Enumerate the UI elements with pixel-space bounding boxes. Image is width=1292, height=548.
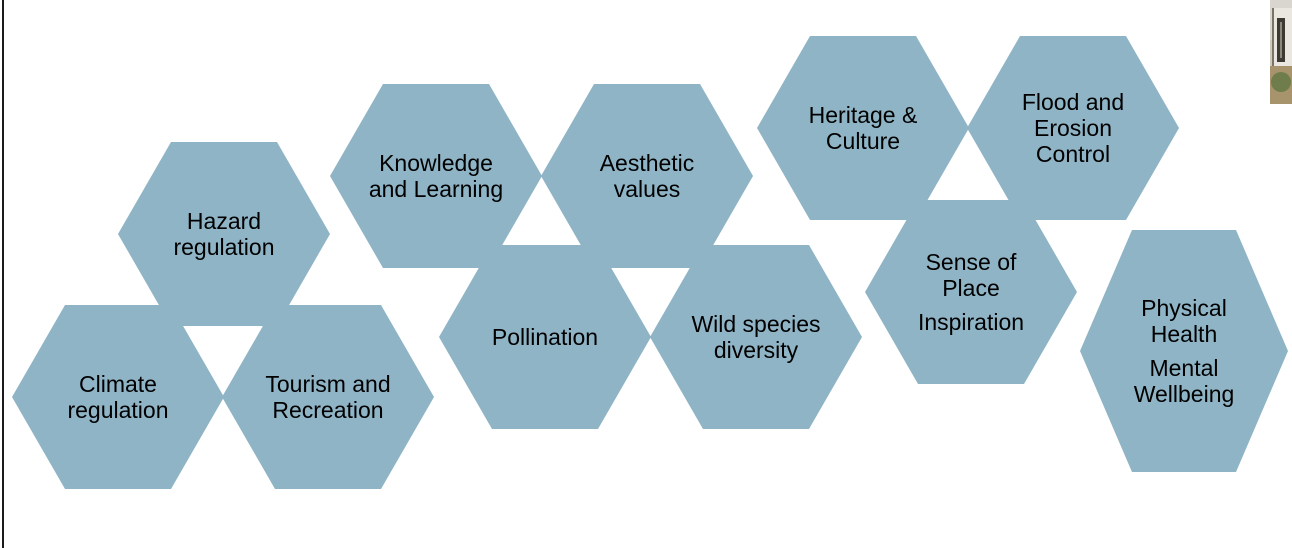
hexagon-label-line: Inspiration bbox=[917, 309, 1025, 335]
hexagon-label-line: Wellbeing bbox=[1133, 381, 1235, 407]
hexagon-heritage-culture: Heritage & Culture bbox=[757, 36, 969, 220]
hexagon-pollination: Pollination bbox=[439, 245, 651, 429]
hexagon-label-line: regulation bbox=[173, 234, 275, 260]
hexagon-label-line: Culture bbox=[825, 128, 901, 154]
hexagon-label-line: Wild species bbox=[691, 311, 821, 337]
hexagon-label-line: diversity bbox=[713, 337, 799, 363]
hexagon-aesthetic-values: Aesthetic values bbox=[541, 84, 753, 268]
hexagon-physical-mental-health: Physical Health Mental Wellbeing bbox=[1080, 230, 1288, 472]
hexagon-label-line: Physical bbox=[1141, 295, 1227, 321]
hexagon-wild-species-diversity: Wild species diversity bbox=[650, 245, 862, 429]
hexagon-label-line: regulation bbox=[67, 397, 169, 423]
hexagon-climate-regulation: Climate regulation bbox=[12, 305, 224, 489]
hexagon-label-line: Flood and bbox=[1021, 89, 1125, 115]
hexagon-label-line: Knowledge bbox=[379, 150, 493, 176]
hexagon-label-line: and Learning bbox=[368, 176, 504, 202]
hexagon-label-line: Heritage & bbox=[808, 102, 918, 128]
hexagon-label-line: Climate bbox=[79, 371, 157, 397]
hexagon-label-line: Tourism and bbox=[265, 371, 391, 397]
hexagon-label-line: Mental bbox=[1149, 355, 1219, 381]
hexagon-label-line: Aesthetic bbox=[599, 150, 695, 176]
hexagon-label-line: Hazard bbox=[186, 208, 262, 234]
hexagon-label-line: Pollination bbox=[491, 324, 599, 350]
slide-left-border bbox=[2, 0, 4, 548]
building-photo-thumbnail bbox=[1270, 0, 1292, 104]
hexagon-label-line: Place bbox=[942, 275, 1000, 301]
hexagon-label-line: Sense of bbox=[925, 249, 1017, 275]
hexagon-flood-erosion-control: Flood and Erosion Control bbox=[967, 36, 1179, 220]
hexagon-knowledge-learning: Knowledge and Learning bbox=[330, 84, 542, 268]
hexagon-label-line: Recreation bbox=[272, 397, 384, 423]
hexagon-tourism-recreation: Tourism and Recreation bbox=[222, 305, 434, 489]
hexagon-sense-of-place: Sense of Place Inspiration bbox=[865, 200, 1077, 384]
hexagon-label-line: Health bbox=[1150, 321, 1218, 347]
hexagon-label-line: values bbox=[613, 176, 681, 202]
hexagon-hazard-regulation: Hazard regulation bbox=[118, 142, 330, 326]
hexagon-label-line: Control bbox=[1035, 141, 1111, 167]
hexagon-label-line: Erosion bbox=[1034, 115, 1112, 141]
